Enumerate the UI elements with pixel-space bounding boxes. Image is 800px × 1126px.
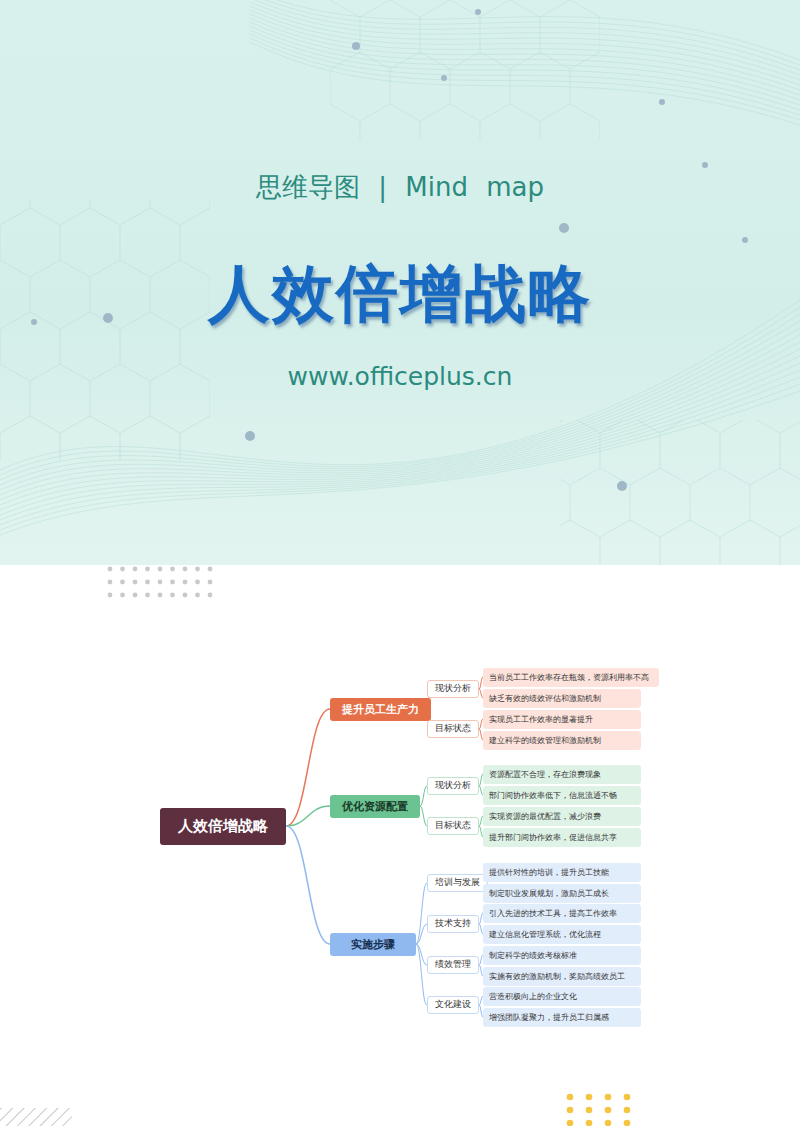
subtitle-text: 思维导图 | Mind map <box>0 170 800 205</box>
website-url: www.officeplus.cn <box>0 362 800 391</box>
leaf-node: 营造积极向上的企业文化 <box>483 987 641 1006</box>
node-text: 优化资源配置 <box>342 799 408 814</box>
topic-node: 绩效管理 <box>427 956 479 974</box>
page-title: 人效倍增战略 <box>0 252 800 336</box>
node-text: 部门间协作效率低下，信息流通不畅 <box>489 790 617 801</box>
leaf-node: 建立科学的绩效管理和激励机制 <box>483 731 641 750</box>
node-text: 引入先进的技术工具，提高工作效率 <box>489 908 617 919</box>
leaf-node: 实现资源的最优配置，减少浪费 <box>483 807 641 826</box>
branch-connector <box>420 806 427 826</box>
node-text: 制定科学的绩效考核标准 <box>489 950 577 961</box>
node-text: 现状分析 <box>435 780 471 792</box>
leaf-node: 资源配置不合理，存在浪费现象 <box>483 765 641 784</box>
leaf-node: 制定职业发展规划，激励员工成长 <box>483 884 641 903</box>
topic-node: 现状分析 <box>427 777 479 795</box>
branch-node: 实施步骤 <box>330 933 416 956</box>
topic-node: 现状分析 <box>427 680 479 698</box>
root-node: 人效倍增战略 <box>160 808 286 845</box>
node-text: 培训与发展 <box>435 877 480 889</box>
node-text: 提升部门间协作效率，促进信息共享 <box>489 832 617 843</box>
node-text: 提供针对性的培训，提升员工技能 <box>489 867 609 878</box>
wave-lines <box>0 0 800 535</box>
leaf-node: 制定科学的绩效考核标准 <box>483 946 641 965</box>
node-text: 现状分析 <box>435 683 471 695</box>
node-text: 提升员工生产力 <box>342 702 419 717</box>
node-text: 增强团队凝聚力，提升员工归属感 <box>489 1012 609 1023</box>
topic-node: 培训与发展 <box>427 874 488 892</box>
node-text: 实现资源的最优配置，减少浪费 <box>489 811 601 822</box>
dot-grid <box>108 567 213 598</box>
leaf-node: 实现员工工作效率的显著提升 <box>483 710 641 729</box>
leaf-node: 缺乏有效的绩效评估和激励机制 <box>483 689 641 708</box>
node-text: 文化建设 <box>435 999 471 1011</box>
hex-grid <box>0 200 210 460</box>
topic-node: 文化建设 <box>427 996 479 1014</box>
node-text: 制定职业发展规划，激励员工成长 <box>489 888 609 899</box>
node-text: 人效倍增战略 <box>178 817 268 836</box>
topic-node: 目标状态 <box>427 817 479 835</box>
leaf-node: 引入先进的技术工具，提高工作效率 <box>483 904 641 923</box>
branch-node: 提升员工生产力 <box>330 698 431 721</box>
branch-connector <box>286 709 330 826</box>
branch-connector <box>416 944 427 1005</box>
leaf-node: 增强团队凝聚力，提升员工归属感 <box>483 1008 641 1027</box>
leaf-node: 当前员工工作效率存在瓶颈，资源利用率不高 <box>483 668 659 687</box>
leaf-node: 部门间协作效率低下，信息流通不畅 <box>483 786 641 805</box>
hex-grid <box>560 420 800 565</box>
leaf-node: 提供针对性的培训，提升员工技能 <box>483 863 641 882</box>
node-text: 建立科学的绩效管理和激励机制 <box>489 735 601 746</box>
network-dots <box>31 9 748 491</box>
node-text: 技术支持 <box>435 918 471 930</box>
node-text: 目标状态 <box>435 723 471 735</box>
topic-node: 技术支持 <box>427 915 479 933</box>
branch-node: 优化资源配置 <box>330 795 420 818</box>
node-text: 实现员工工作效率的显著提升 <box>489 714 593 725</box>
leaf-node: 提升部门间协作效率，促进信息共享 <box>483 828 641 847</box>
stripe-corner <box>0 1108 72 1126</box>
leaf-node: 建立信息化管理系统，优化流程 <box>483 925 641 944</box>
dot-grid <box>567 1094 631 1126</box>
node-text: 营造积极向上的企业文化 <box>489 991 577 1002</box>
branch-connector <box>286 826 330 944</box>
leaf-node: 实施有效的激励机制，奖励高绩效员工 <box>483 967 641 986</box>
node-text: 实施步骤 <box>351 937 395 952</box>
branch-connector <box>420 786 427 806</box>
topic-node: 目标状态 <box>427 720 479 738</box>
branch-connector <box>416 883 427 944</box>
node-text: 资源配置不合理，存在浪费现象 <box>489 769 601 780</box>
node-text: 当前员工工作效率存在瓶颈，资源利用率不高 <box>489 672 649 683</box>
node-text: 目标状态 <box>435 820 471 832</box>
branch-connector <box>416 924 427 944</box>
branch-connector <box>286 806 330 826</box>
node-text: 实施有效的激励机制，奖励高绩效员工 <box>489 971 625 982</box>
node-text: 缺乏有效的绩效评估和激励机制 <box>489 693 601 704</box>
node-text: 绩效管理 <box>435 959 471 971</box>
node-text: 建立信息化管理系统，优化流程 <box>489 929 601 940</box>
